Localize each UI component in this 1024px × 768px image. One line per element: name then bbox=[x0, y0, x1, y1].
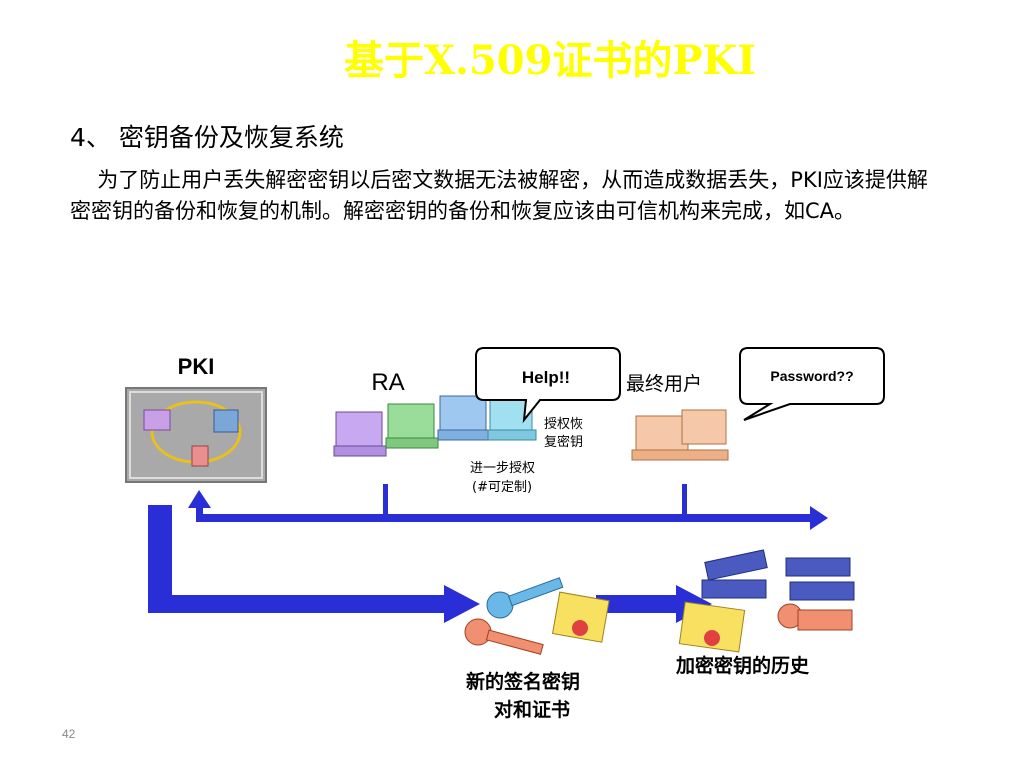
pki-computer-icon bbox=[143, 409, 171, 431]
body-text: 为了防止用户丢失解密密钥以后密文数据无法被解密，从而造成数据丢失，PKI应该提供… bbox=[70, 168, 928, 223]
new-sign-key-label-2: 对和证书 bbox=[494, 698, 570, 721]
new-certificate-icon bbox=[551, 591, 610, 643]
new-sign-key-label-1: 新的签名密钥 bbox=[466, 670, 580, 693]
user-drop-line bbox=[682, 484, 687, 516]
authorize-recover-label-2: 复密钥 bbox=[544, 434, 583, 450]
bottom-arrow-line-2 bbox=[596, 595, 682, 613]
page-number: 42 bbox=[62, 727, 76, 741]
authorize-recover-label-1: 授权恢 bbox=[544, 416, 583, 432]
password-text: Password?? bbox=[770, 368, 853, 384]
further-auth-label-2: (#可定制) bbox=[472, 480, 532, 495]
pki-key-icon bbox=[191, 445, 209, 467]
slide-title: 基于X.509证书的PKI bbox=[343, 37, 756, 84]
new-keys-icon bbox=[464, 577, 564, 655]
encrypt-key-history-label: 加密密钥的历史 bbox=[675, 654, 810, 677]
end-user-computer-icon bbox=[631, 409, 729, 461]
pki-server-icon bbox=[213, 409, 239, 433]
bottom-arrowhead-1 bbox=[444, 585, 480, 623]
body-paragraph: 为了防止用户丢失解密密钥以后密文数据无法被解密，从而造成数据丢失，PKI应该提供… bbox=[70, 165, 930, 227]
bus-line bbox=[196, 514, 810, 522]
pki-return-arrowhead bbox=[188, 490, 211, 508]
password-speech-bubble bbox=[739, 347, 885, 421]
pki-label: PKI bbox=[178, 354, 215, 379]
end-user-label: 最终用户 bbox=[626, 373, 702, 395]
ra-label: RA bbox=[371, 369, 404, 396]
pki-return-stem bbox=[196, 508, 203, 520]
bottom-arrow-line bbox=[148, 595, 444, 613]
ra-computers-icon bbox=[333, 395, 537, 457]
help-speech-bubble bbox=[475, 347, 621, 424]
further-auth-label-1: 进一步授权 bbox=[470, 460, 535, 476]
pki-box-bevel bbox=[129, 391, 263, 479]
ra-drop-line bbox=[383, 484, 388, 516]
bus-arrowhead-right bbox=[810, 506, 828, 530]
section-heading: 4、 密钥备份及恢复系统 bbox=[70, 123, 344, 152]
help-text: Help!! bbox=[522, 368, 570, 387]
key-history-icon bbox=[678, 549, 855, 653]
